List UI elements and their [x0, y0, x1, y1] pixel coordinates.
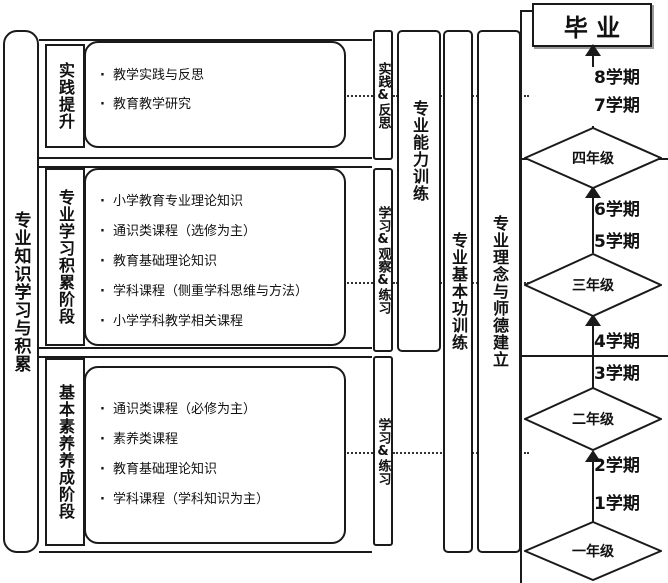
- stage-divider-line-1: [39, 157, 372, 159]
- stage-practice-list: 教学实践与反思 教育教学研究: [100, 69, 344, 111]
- arrow-up-icon: [585, 314, 601, 326]
- semester-2-label: 2学期: [594, 456, 640, 476]
- semester-8-label: 8学期: [594, 68, 640, 88]
- stage-divider-line-2: [39, 347, 372, 349]
- list-item: 教育教学研究: [100, 98, 344, 111]
- semester-7-label: 7学期: [594, 96, 640, 116]
- grade-4-diamond: 四年级: [524, 127, 662, 189]
- knowledge-learning-column: 专业知识学习与积累: [3, 30, 39, 553]
- activity-professional-box: 学习&观察&练习: [373, 168, 393, 352]
- timeline-axis-d: [592, 452, 594, 524]
- stage-professional-content-box: 小学教育专业理论知识 通识类课程（选修为主） 教育基础理论知识 学科课程（侧重学…: [84, 168, 346, 346]
- ability-training-label: 专业能力训练: [410, 100, 429, 202]
- grade-2-diamond: 二年级: [524, 387, 662, 451]
- stage-professional-title: 专业学习积累阶段: [56, 189, 75, 325]
- timeline-axis-top: [592, 47, 594, 67]
- list-item: 小学学科教学相关课程: [100, 315, 344, 328]
- grade-3-label: 三年级: [572, 278, 614, 294]
- graduation-label: 毕 业: [563, 13, 621, 42]
- stage-professional-title-box: 专业学习积累阶段: [45, 168, 85, 346]
- activity-practice-label: 实践&反思: [375, 61, 391, 129]
- stage-basic-content-box: 通识类课程（必修为主） 素养类课程 教育基础理论知识 学科课程（学科知识为主）: [84, 366, 346, 544]
- semester-6-label: 6学期: [594, 200, 640, 220]
- semester-3-label: 3学期: [594, 364, 640, 384]
- concept-ethics-label: 专业理念与师德建立: [490, 215, 509, 368]
- stage-practice-title: 实践提升: [56, 62, 75, 130]
- arrow-up-icon: [585, 186, 601, 198]
- stage-bottom-line: [39, 551, 372, 553]
- stage-divider-line-2b: [39, 356, 372, 358]
- semester-5-label: 5学期: [594, 232, 640, 252]
- connector-professional: [347, 282, 373, 284]
- list-item: 教育基础理论知识: [100, 255, 344, 268]
- knowledge-learning-label: 专业知识学习与积累: [10, 210, 31, 373]
- connector-practice: [347, 95, 373, 97]
- basic-skill-training-label: 专业基本功训练: [449, 232, 468, 351]
- activity-professional-label: 学习&观察&练习: [375, 206, 391, 314]
- activity-basic-label: 学习&练习: [375, 417, 391, 485]
- basic-skill-training-box: 专业基本功训练: [443, 30, 473, 553]
- timeline-axis-b: [592, 188, 594, 253]
- arrow-up-icon: [585, 44, 601, 56]
- stage-basic-title-box: 基本素养养成阶段: [45, 358, 85, 546]
- stage-top-line: [39, 39, 372, 41]
- connector-basic: [347, 452, 373, 454]
- stage-practice-content-box: 教学实践与反思 教育教学研究: [84, 41, 346, 148]
- list-item: 学科课程（侧重学科思维与方法）: [100, 285, 344, 298]
- stage-basic-list: 通识类课程（必修为主） 素养类课程 教育基础理论知识 学科课程（学科知识为主）: [100, 403, 344, 506]
- list-item: 通识类课程（选修为主）: [100, 225, 344, 238]
- list-item: 学科课程（学科知识为主）: [100, 493, 344, 506]
- concept-ethics-box: 专业理念与师德建立: [477, 30, 521, 553]
- list-item: 教学实践与反思: [100, 69, 344, 82]
- grade-3-diamond: 三年级: [524, 253, 662, 317]
- list-item: 教育基础理论知识: [100, 463, 344, 476]
- stage-practice-title-box: 实践提升: [45, 44, 85, 148]
- grade-2-label: 二年级: [572, 412, 614, 428]
- timeline-top-cap: [520, 10, 532, 12]
- list-item: 小学教育专业理论知识: [100, 195, 344, 208]
- activity-practice-box: 实践&反思: [373, 30, 393, 160]
- ability-training-box: 专业能力训练: [397, 30, 441, 352]
- list-item: 素养类课程: [100, 433, 344, 446]
- stage-professional-list: 小学教育专业理论知识 通识类课程（选修为主） 教育基础理论知识 学科课程（侧重学…: [100, 195, 344, 328]
- stage-basic-title: 基本素养养成阶段: [56, 384, 75, 520]
- grade-1-diamond: 一年级: [524, 521, 662, 581]
- year-boundary-line: [520, 355, 668, 357]
- timeline-axis-c: [592, 316, 594, 388]
- list-item: 通识类课程（必修为主）: [100, 403, 344, 416]
- timeline-left-border: [520, 10, 522, 583]
- graduation-box: 毕 业: [532, 3, 652, 47]
- stage-divider-line-1b: [39, 166, 372, 168]
- grade-4-label: 四年级: [572, 151, 614, 167]
- semester-1-label: 1学期: [594, 494, 640, 514]
- grade-1-label: 一年级: [572, 544, 614, 560]
- arrow-up-icon: [585, 450, 601, 462]
- semester-4-label: 4学期: [594, 332, 640, 352]
- activity-basic-box: 学习&练习: [373, 356, 393, 546]
